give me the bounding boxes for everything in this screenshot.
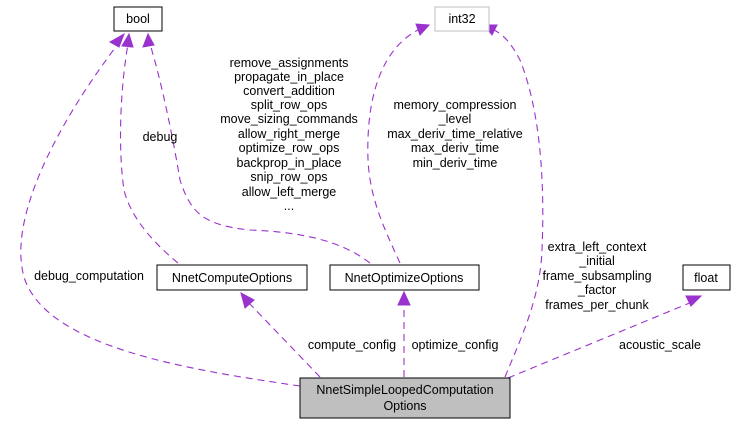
node-main-class[interactable]: NnetSimpleLoopedComputation Options: [299, 377, 511, 419]
label-optimize-int32-group: memory_compression _level max_deriv_time…: [387, 98, 523, 170]
label-memory-compression: memory_compression: [394, 98, 517, 112]
node-float-label: float: [694, 271, 718, 285]
label-remove-assignments: remove_assignments: [230, 56, 349, 70]
edge-acoustic-scale: [507, 295, 703, 379]
label-allow-right-merge: allow_right_merge: [238, 127, 340, 141]
edge-debug-computation: [20, 32, 301, 387]
node-int32[interactable]: int32: [434, 6, 490, 32]
edge-compute-config: [240, 292, 321, 378]
node-nnet-optimize-options-label: NnetOptimizeOptions: [345, 271, 464, 285]
edge-optimize-config: [397, 290, 411, 377]
label-debug-computation: debug_computation: [34, 269, 144, 283]
label-optimize-config: optimize_config: [412, 338, 499, 352]
label-frame-subsampling: frame_subsampling: [542, 269, 651, 283]
node-main-class-label-line2: Options: [383, 399, 426, 413]
node-nnet-compute-options-label: NnetComputeOptions: [172, 271, 292, 285]
label-propagate-in-place: propagate_in_place: [234, 70, 344, 84]
label-move-sizing-commands: move_sizing_commands: [220, 112, 358, 126]
label-max-deriv-time-relative: max_deriv_time_relative: [387, 127, 523, 141]
node-float[interactable]: float: [682, 264, 731, 291]
label-debug: debug: [143, 130, 178, 144]
label-optimize-row-ops: optimize_row_ops: [239, 141, 340, 155]
label-main-int32-group: extra_left_context _initial frame_subsam…: [542, 240, 651, 312]
label-initial: _initial: [578, 254, 614, 268]
label-allow-left-merge: allow_left_merge: [242, 185, 337, 199]
label-min-deriv-time: min_deriv_time: [413, 156, 498, 170]
label-backprop-in-place: backprop_in_place: [237, 156, 342, 170]
label-compute-config: compute_config: [308, 338, 396, 352]
edge-optimize-int32: [367, 23, 431, 264]
node-nnet-optimize-options[interactable]: NnetOptimizeOptions: [329, 264, 480, 291]
label-ellipsis: ...: [284, 199, 294, 213]
label-frames-per-chunk: frames_per_chunk: [545, 298, 649, 312]
label-factor: _factor: [577, 283, 616, 297]
edge-debug: [119, 32, 179, 264]
node-bool-label: bool: [126, 12, 150, 26]
label-level: _level: [438, 112, 472, 126]
node-nnet-compute-options[interactable]: NnetComputeOptions: [156, 264, 308, 291]
label-optimize-bool-group: remove_assignments propagate_in_place co…: [220, 56, 358, 213]
edge-main-int32: [482, 24, 544, 378]
node-main-class-label-line1: NnetSimpleLoopedComputation: [316, 383, 493, 397]
node-bool[interactable]: bool: [113, 6, 163, 32]
label-snip-row-ops: snip_row_ops: [250, 170, 327, 184]
label-max-deriv-time: max_deriv_time: [411, 141, 499, 155]
label-convert-addition: convert_addition: [243, 84, 335, 98]
node-int32-label: int32: [448, 12, 475, 26]
label-split-row-ops: split_row_ops: [251, 98, 327, 112]
label-extra-left-context: extra_left_context: [548, 240, 647, 254]
label-acoustic-scale: acoustic_scale: [619, 338, 701, 352]
edge-optimize-bool: [142, 32, 371, 264]
